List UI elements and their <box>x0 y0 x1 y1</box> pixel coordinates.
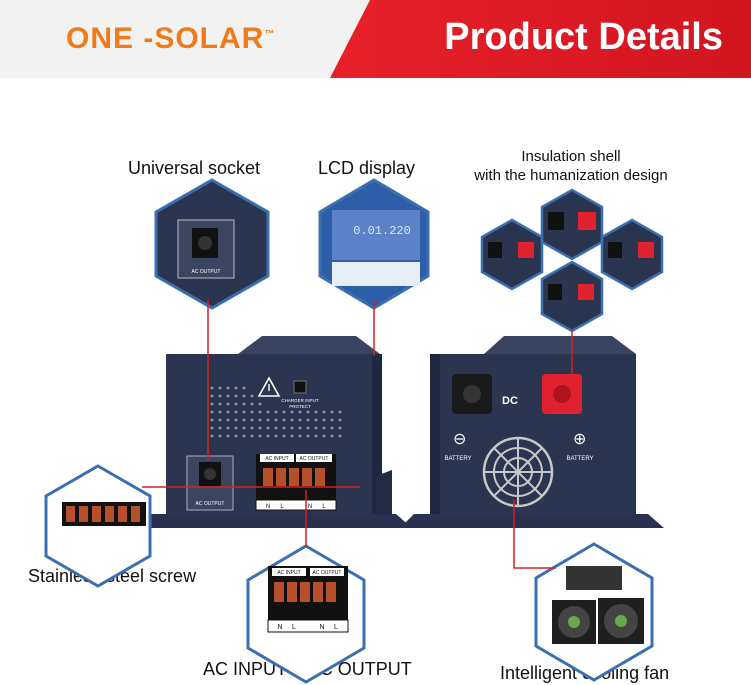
svg-text:0.01.220: 0.01.220 <box>353 224 411 238</box>
label-universal-socket: Universal socket <box>128 158 261 178</box>
brand-logo: ONE -SOLAR™ <box>66 22 276 55</box>
svg-text:AC OUTPUT: AC OUTPUT <box>196 501 225 507</box>
svg-text:AC INPUT: AC INPUT <box>277 570 300 576</box>
svg-text:BATTERY: BATTERY <box>444 456 471 462</box>
hex-ac-input-output: AC INPUT AC OUTPUT N L N L <box>246 544 366 684</box>
svg-text:AC OUTPUT: AC OUTPUT <box>313 570 342 576</box>
svg-text:⊖: ⊖ <box>453 431 466 448</box>
fan-grill <box>482 436 554 508</box>
label-lcd-display: LCD display <box>318 158 416 178</box>
svg-text:DC: DC <box>502 395 518 407</box>
svg-text:CHARGER INPUT: CHARGER INPUT <box>281 398 319 403</box>
header-red-banner <box>330 0 751 78</box>
svg-text:PROTECT: PROTECT <box>289 404 311 409</box>
warning-icon <box>257 376 281 397</box>
svg-text:L: L <box>280 504 284 510</box>
svg-text:N: N <box>308 504 312 510</box>
charger-protect-button-icon <box>293 380 307 394</box>
hex-cooling-fan <box>534 542 654 682</box>
left-device: CHARGER INPUT PROTECT AC OUTPUT AC INPUT… <box>136 336 412 528</box>
hex-stainless-screw <box>44 464 152 588</box>
hex-insulation-cluster <box>480 188 664 333</box>
svg-text:AC OUTPUT: AC OUTPUT <box>300 456 329 462</box>
label-insulation-shell: Insulation shell with the humanization d… <box>474 148 668 184</box>
svg-text:AC INPUT: AC INPUT <box>265 456 288 462</box>
leader-lines <box>142 300 573 569</box>
svg-text:L: L <box>322 504 326 510</box>
page-title: Product Details <box>444 16 723 58</box>
hex-lcd-display: 0.01.220 <box>318 178 430 310</box>
right-device: ⊖ BATTERY ⊕ BATTERY DC <box>400 336 664 528</box>
svg-text:L: L <box>334 624 338 631</box>
svg-text:⊕: ⊕ <box>573 431 586 448</box>
svg-text:BATTERY: BATTERY <box>566 456 593 462</box>
svg-text:N: N <box>319 624 324 631</box>
svg-text:N: N <box>277 624 282 631</box>
svg-text:N: N <box>266 504 270 510</box>
svg-text:L: L <box>292 624 296 631</box>
svg-text:AC OUTPUT: AC OUTPUT <box>192 269 221 275</box>
hex-universal-socket: AC OUTPUT <box>154 178 270 310</box>
